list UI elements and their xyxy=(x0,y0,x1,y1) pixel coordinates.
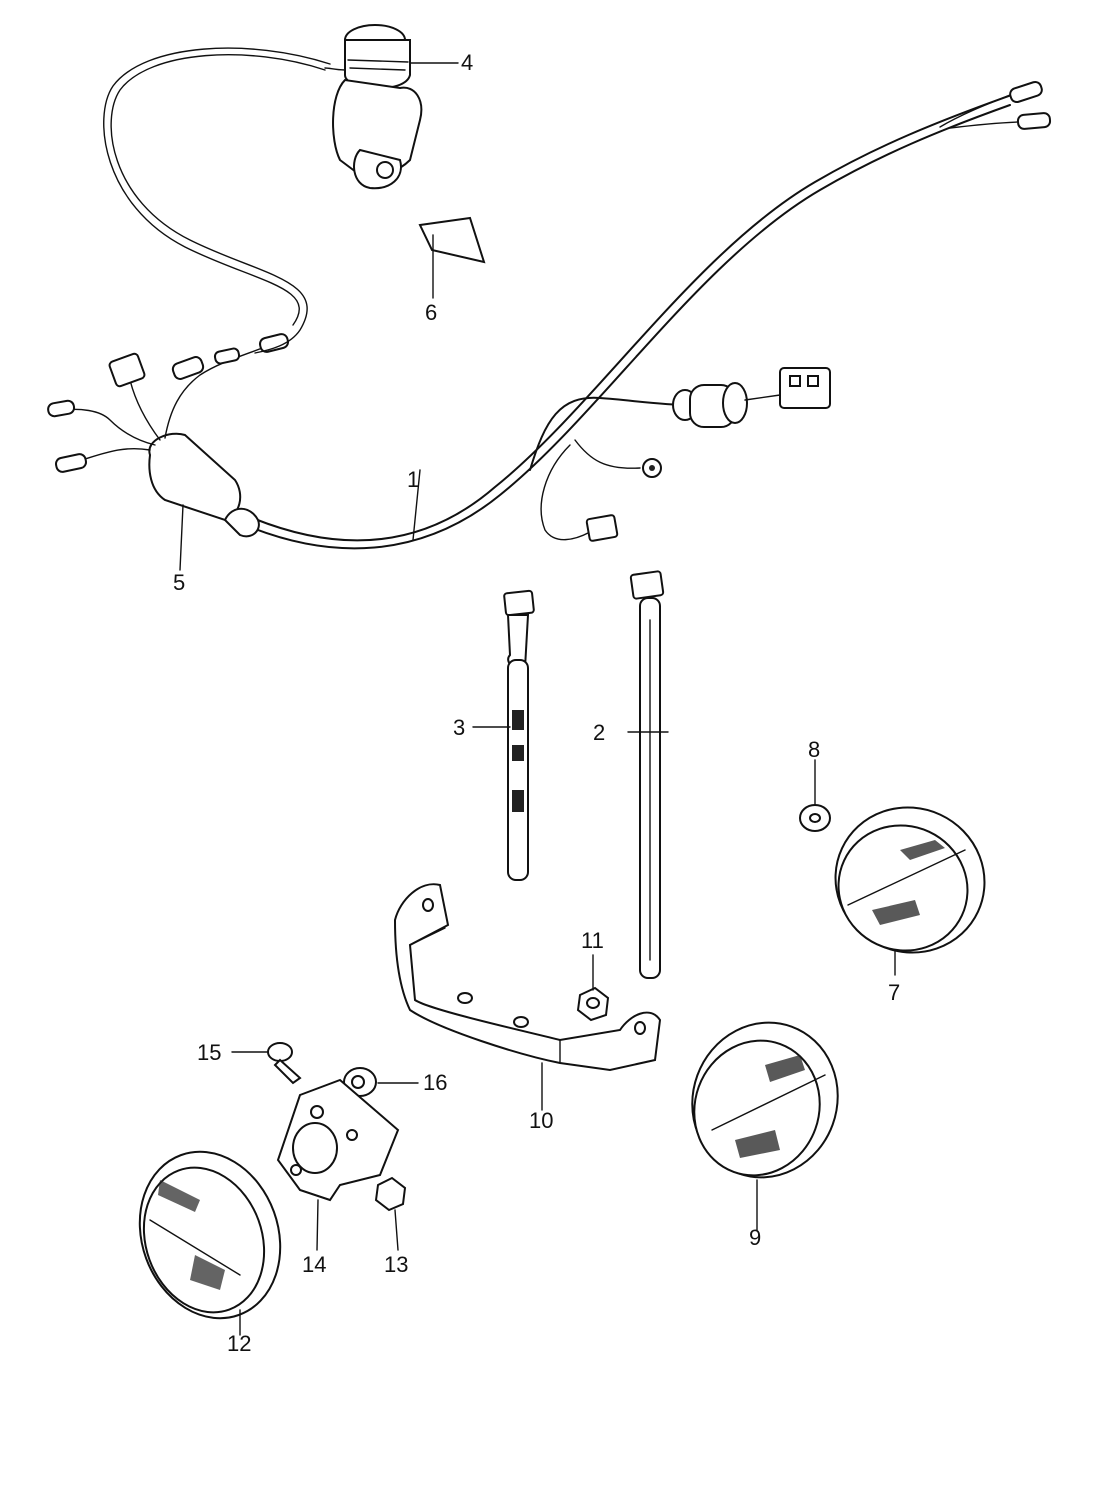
callout-1: 1 xyxy=(407,467,419,492)
callout-16: 16 xyxy=(423,1070,447,1095)
callout-3: 3 xyxy=(453,715,465,740)
cable-tie-short xyxy=(503,589,535,881)
harness-sleeve xyxy=(148,432,260,538)
callout-12: 12 xyxy=(227,1331,251,1356)
cable-tie-long xyxy=(629,570,665,979)
callout-13: 13 xyxy=(384,1252,408,1277)
lamp-cover-lower xyxy=(691,1021,839,1179)
wiring-harness xyxy=(47,47,1052,550)
washer xyxy=(799,804,831,832)
callout-11: 11 xyxy=(581,928,604,953)
callout-4: 4 xyxy=(461,50,473,75)
callout-15: 15 xyxy=(197,1040,221,1065)
lamp-cover-left xyxy=(138,1150,282,1320)
callout-6: 6 xyxy=(425,300,437,325)
callout-14: 14 xyxy=(302,1252,326,1277)
callout-7: 7 xyxy=(888,980,900,1005)
callout-10: 10 xyxy=(529,1108,553,1133)
cap-nut xyxy=(374,1176,407,1212)
screw xyxy=(267,1042,302,1085)
callout-8: 8 xyxy=(808,737,820,762)
handlebar-switch xyxy=(324,24,423,190)
hex-nut xyxy=(576,986,610,1022)
label-sticker xyxy=(418,216,486,264)
leader-lines xyxy=(179,62,896,1336)
mounting-bracket xyxy=(393,883,662,1072)
callout-5: 5 xyxy=(173,570,185,595)
lamp-cover-upper xyxy=(834,806,986,954)
flange-nut xyxy=(343,1067,377,1097)
small-bracket xyxy=(276,1078,400,1202)
callout-labels: 1 2 3 4 5 6 7 8 9 10 11 12 13 14 15 16 xyxy=(173,50,900,1356)
callout-2: 2 xyxy=(593,720,605,745)
callout-9: 9 xyxy=(749,1225,761,1250)
connector-boot xyxy=(672,367,831,428)
